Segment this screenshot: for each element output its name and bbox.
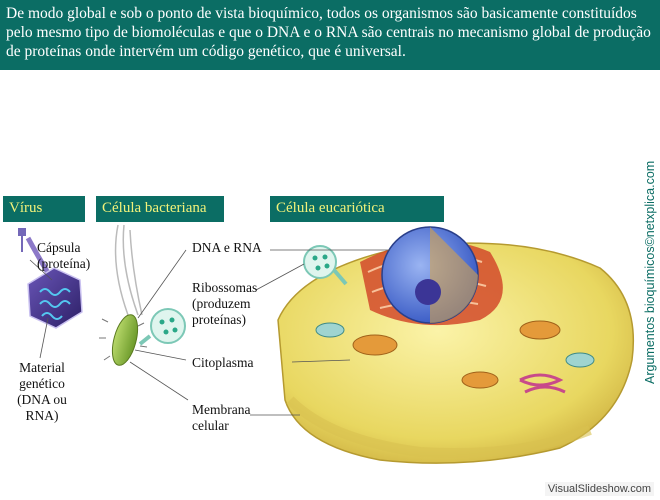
eukaryote-illustration xyxy=(250,226,635,464)
cytoplasm-label: Citoplasma xyxy=(192,355,254,370)
eukaryote-section-label: Célula eucariótica xyxy=(270,196,444,222)
virus-section-label: Vírus xyxy=(3,196,85,222)
capsid-label: Cápsula (proteína) xyxy=(37,240,91,271)
ribosomes-label: Ribossomas (produzem proteínas) xyxy=(192,280,258,327)
bacterium-illustration xyxy=(99,224,189,401)
intro-banner: De modo global e sob o ponto de vista bi… xyxy=(0,0,660,70)
genetic-material-label: Material genético (DNA ou RNA) xyxy=(17,360,67,423)
cell-membrane-label: Membrana celular xyxy=(192,402,251,433)
dna-rna-label: DNA e RNA xyxy=(192,240,262,255)
watermark: VisualSlideshow.com xyxy=(544,482,654,496)
bacteria-section-label: Célula bacteriana xyxy=(96,196,224,222)
credit-vertical: Argumentos bioquímicos©netxplica.com xyxy=(641,160,660,390)
virus-illustration xyxy=(18,228,83,359)
credit-text: Argumentos bioquímicos©netxplica.com xyxy=(643,160,657,384)
